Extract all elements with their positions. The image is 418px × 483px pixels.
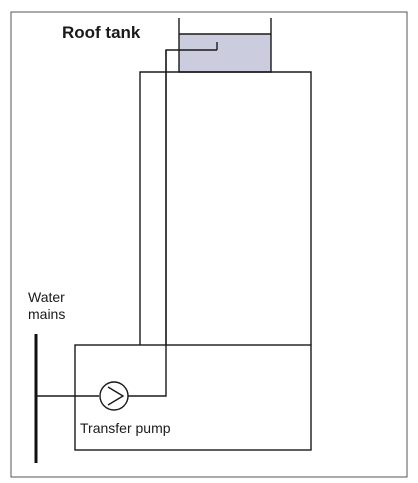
transfer-pump-label: Transfer pump xyxy=(80,420,171,436)
transfer-pump-icon xyxy=(99,381,129,411)
roof-tank-label: Roof tank xyxy=(62,23,141,42)
pump-direction-chevron xyxy=(107,386,125,406)
figure-frame xyxy=(10,11,408,478)
building-base-outline xyxy=(74,344,312,451)
building-tower-outline xyxy=(139,71,312,345)
water-mains-label-line2: mains xyxy=(28,306,65,322)
roof-tank-water xyxy=(179,34,271,72)
water-mains-label-line1: Water xyxy=(28,289,65,305)
riser-pipe xyxy=(165,49,217,345)
pump-discharge-pipe xyxy=(128,345,167,397)
